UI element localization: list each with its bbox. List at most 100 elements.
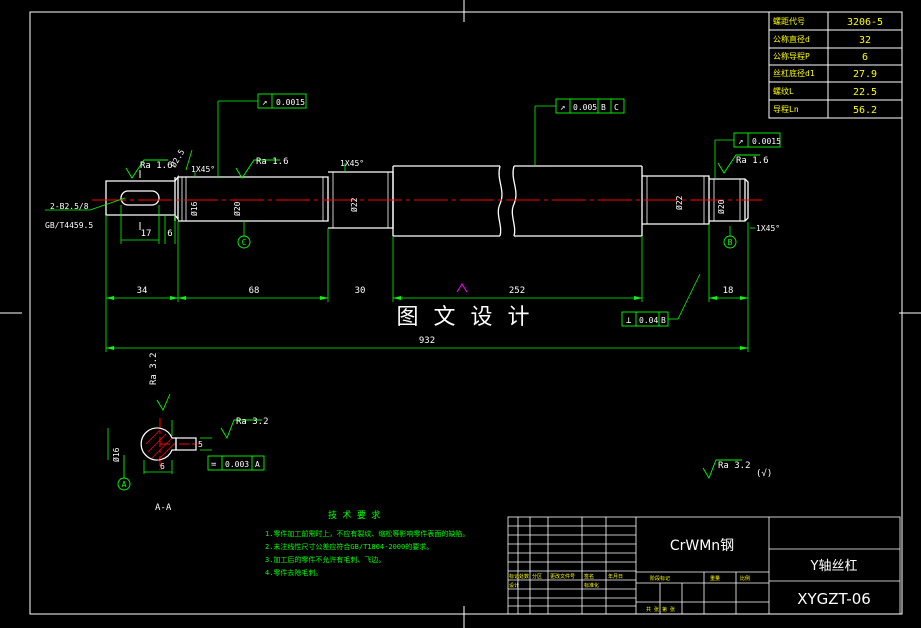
title-row-label-2: 分区	[532, 573, 542, 580]
dim-18: 18	[723, 286, 734, 296]
title-row-label-0: 标记	[509, 573, 519, 580]
runout-icon-right: ↗	[738, 137, 743, 147]
spec-label-4: 螺纹L	[773, 86, 794, 96]
chamfer-3: 1X45°	[756, 224, 780, 233]
roughness-section-side: Ra 3.2	[236, 417, 269, 427]
dimension-lines	[45, 100, 755, 352]
section-key-width: 5	[198, 440, 203, 449]
datum-letters: C B A	[122, 238, 733, 489]
dim-key-length: 17	[141, 229, 152, 239]
spec-value-2: 6	[862, 52, 868, 63]
spec-value-1: 32	[859, 35, 871, 46]
tech-req-item-0: 1.零件加工前需时上，不应有裂纹、缩松等影响零件表面的缺陷。	[265, 529, 469, 538]
spec-label-0: 螺距代号	[773, 16, 805, 26]
diameter-16: Ø16	[189, 201, 199, 216]
roughness-mid: Ra 1.6	[256, 157, 289, 167]
diameter-22-left: Ø22	[349, 197, 359, 212]
title-row-label-5: 年月日	[608, 573, 623, 580]
runout-icon-left: ↗	[262, 98, 267, 108]
section-dimensions	[107, 420, 212, 474]
section-view	[140, 427, 197, 461]
spec-label-1: 公称直径d	[773, 34, 810, 44]
dimension-arrows	[106, 296, 748, 350]
roughness-left: Ra 1.6	[140, 161, 173, 171]
tol-mid-datum-2: C	[614, 103, 619, 112]
roughness-general: Ra 3.2	[718, 461, 751, 471]
roughness-right: Ra 1.6	[736, 156, 769, 166]
parallel-icon: =	[211, 460, 217, 470]
dim-34: 34	[137, 286, 148, 296]
tolerance-frames	[207, 93, 781, 471]
diameter-22-right: Ø22	[674, 195, 684, 210]
tol-mid-datum-1: B	[601, 103, 606, 112]
tol-perpendicularity: 0.04	[639, 316, 658, 325]
dim-30: 30	[355, 286, 366, 296]
section-texts: 5 6 Ø16 A-A	[111, 440, 203, 513]
section-hatch	[145, 429, 175, 461]
section-width: 6	[160, 462, 165, 471]
section-label: A-A	[155, 503, 172, 513]
diameter-20: Ø20	[232, 201, 242, 216]
dim-68: 68	[249, 286, 260, 296]
dim-252: 252	[509, 286, 525, 296]
tech-requirements: 技 术 要 求 1.零件加工前需时上，不应有裂纹、缩松等影响零件表面的缺陷。 2…	[265, 509, 469, 577]
roughness-general-suffix: (√)	[756, 468, 772, 479]
title-stage-label-1: 重量	[710, 575, 720, 582]
roughness-section-top: Ra 3.2	[149, 352, 159, 385]
title-row2-label-1: 标准化	[584, 582, 599, 589]
tol-right-runout: 0.0015	[752, 137, 781, 146]
title-stage-label-2: 比例	[740, 575, 750, 582]
cursor-mark	[456, 283, 468, 293]
perpendicularity-icon: ⊥	[626, 316, 632, 326]
spec-label-2: 公称导程P	[773, 51, 810, 61]
spec-table: 螺距代号 公称直径d 公称导程P 丝杠底径d1 螺纹L 导程Ln 3206-5 …	[768, 11, 903, 119]
tolerance-values: 0.0015 0.005 B C 0.0015 0.04 B 0.003 A	[225, 98, 781, 469]
datum-a: A	[122, 480, 127, 489]
chamfer-2: 1X45°	[340, 159, 364, 168]
roughness-texts: Ra 1.6 Ra 1.6 Ra 1.6 Ra 3.2 Ra 3.2 Ra 3.…	[140, 156, 772, 479]
title-row-label-1: 处数	[519, 573, 529, 580]
roughness-symbols	[125, 154, 760, 480]
tol-mid-runout: 0.005	[573, 103, 597, 112]
tolerance-symbols: ↗ ↗ ↗ ⊥ =	[211, 98, 743, 470]
title-block	[507, 516, 901, 615]
title-row-label-4: 签名	[584, 573, 594, 580]
spec-value-4: 22.5	[853, 87, 877, 98]
spec-label-5: 导程Ln	[773, 105, 799, 114]
datum-b: B	[728, 238, 733, 247]
tol-perp-datum: B	[661, 316, 666, 325]
centerline	[92, 199, 762, 470]
title-block-texts: CrWMn钢 Y轴丝杠 XYGZT-06 标记 处数 分区 更改文件号 签名 年…	[509, 538, 871, 613]
tech-req-item-3: 4.零件去除毛刺。	[265, 568, 322, 577]
title-sheet: 共 张 第 张	[646, 606, 675, 613]
dim-total: 932	[419, 336, 435, 346]
title-row-label-3: 更改文件号	[550, 573, 575, 580]
datum-markers	[117, 235, 737, 491]
title-material: CrWMn钢	[670, 538, 734, 554]
dimension-texts: 34 68 30 252 18 932 17 6	[137, 229, 734, 346]
diameter-20-right: Ø20	[716, 199, 726, 214]
title-part-name: Y轴丝杠	[810, 558, 858, 574]
title-stage-label-0: 阶段标记	[650, 575, 670, 582]
tech-req-title: 技 术 要 求	[328, 509, 380, 521]
watermark-text: 图 文 设 计	[397, 305, 534, 330]
chamfer-1: 1X45°	[191, 165, 215, 174]
spec-value-0: 3206-5	[847, 17, 883, 28]
runout-icon-mid: ↗	[560, 103, 565, 113]
title-row2-label-0: 设计	[509, 582, 519, 589]
center-hole-line2: GB/T4459.5	[45, 221, 93, 230]
center-hole-line1: 2-B2.5/8	[50, 202, 89, 211]
datum-c: C	[242, 238, 247, 247]
title-drawing-no: XYGZT-06	[797, 590, 871, 608]
spec-value-3: 27.9	[853, 69, 877, 80]
diameter-labels: Ø16 Ø20 Ø22 Ø22 Ø20	[189, 195, 726, 216]
tol-section-datum: A	[255, 460, 260, 469]
spec-label-3: 丝杠底径d1	[773, 68, 815, 78]
spec-value-5: 56.2	[853, 105, 877, 116]
dim-key-offset: 6	[167, 229, 172, 239]
tol-left-runout: 0.0015	[276, 98, 305, 107]
tech-req-item-1: 2.未注线性尺寸公差应符合GB/T1804-2000的要求。	[265, 542, 433, 551]
